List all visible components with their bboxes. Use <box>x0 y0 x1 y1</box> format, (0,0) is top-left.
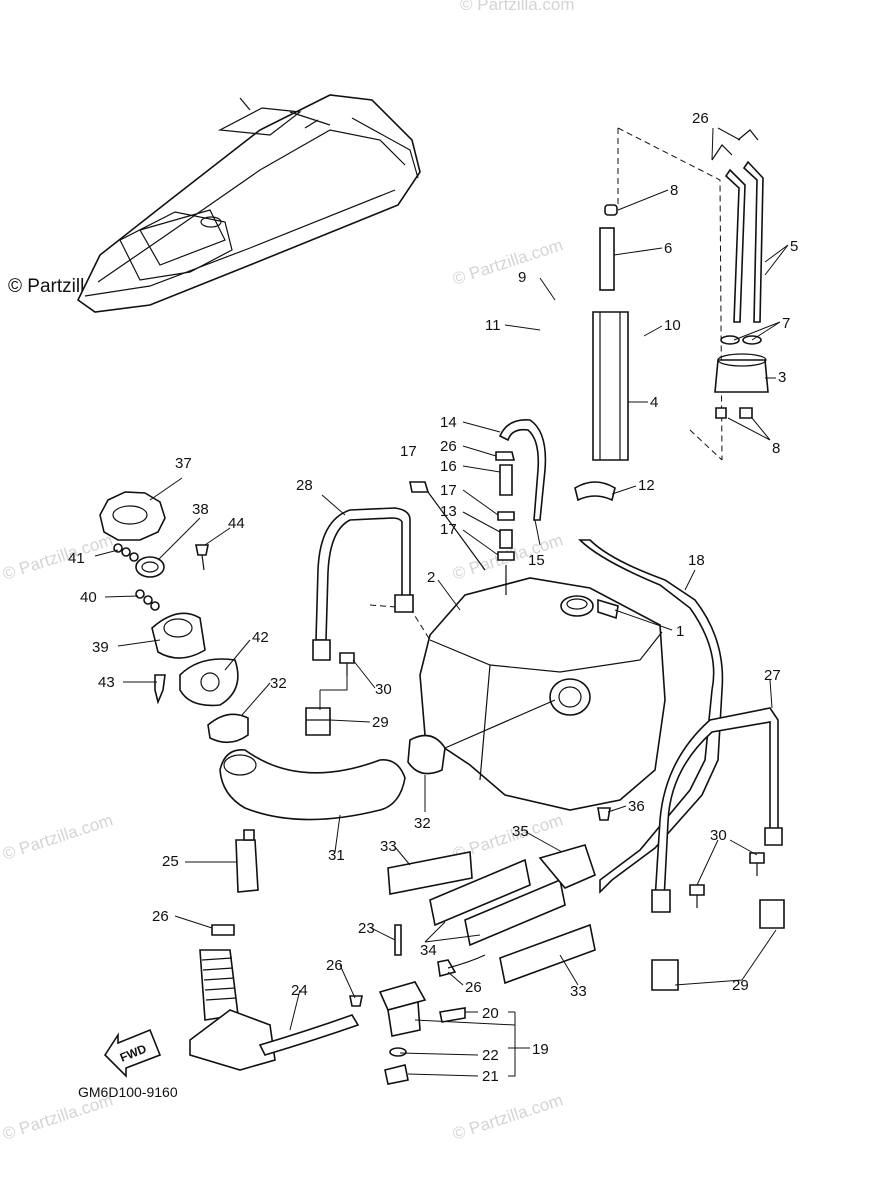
diagram-code: GM6D100-9160 <box>78 1084 178 1100</box>
callout-29: 29 <box>732 977 749 994</box>
callout-17: 17 <box>400 443 417 460</box>
callout-8: 8 <box>772 440 780 457</box>
breather-and-filter-assembly <box>189 829 486 1085</box>
callout-16: 16 <box>440 458 457 475</box>
callout-39: 39 <box>92 639 109 656</box>
callout-26: 26 <box>692 110 709 127</box>
callout-34: 34 <box>420 942 437 959</box>
callout-1: 1 <box>676 623 684 640</box>
callout-33: 33 <box>570 983 587 1000</box>
callout-40: 40 <box>80 589 97 606</box>
callout-5: 5 <box>790 238 798 255</box>
callout-26: 26 <box>465 979 482 996</box>
tank-bands <box>312 507 783 913</box>
breather-hose-assembly <box>409 419 547 595</box>
callout-44: 44 <box>228 515 245 532</box>
callout-38: 38 <box>192 501 209 518</box>
tank-pads <box>387 807 611 985</box>
callout-41: 41 <box>68 550 85 567</box>
callout-8: 8 <box>670 182 678 199</box>
callout-32: 32 <box>414 815 431 832</box>
callout-25: 25 <box>162 853 179 870</box>
callout-labels: 26 8 6 5 9 7 11 10 3 4 8 14 26 17 16 12 … <box>68 110 798 1085</box>
watermark: © Partzilla.com <box>460 0 575 14</box>
leader-lines <box>94 127 789 1077</box>
callout-19: 19 <box>532 1041 549 1058</box>
callout-4: 4 <box>650 394 658 411</box>
callout-15: 15 <box>528 552 545 569</box>
callout-26: 26 <box>326 957 343 974</box>
callout-22: 22 <box>482 1047 499 1064</box>
callout-11: 11 <box>485 317 501 334</box>
callout-26: 26 <box>440 438 457 455</box>
filler-hose <box>219 699 556 821</box>
callout-9: 9 <box>518 269 526 286</box>
fuel-cap-assembly <box>99 491 249 744</box>
callout-13: 13 <box>440 503 457 520</box>
callout-30: 30 <box>710 827 727 844</box>
callout-29: 29 <box>372 714 389 731</box>
callout-23: 23 <box>358 920 375 937</box>
vent-hose-assembly <box>711 129 769 419</box>
forward-arrow: FWD <box>103 1028 162 1078</box>
callout-43: 43 <box>98 674 115 691</box>
fuel-tank <box>369 577 666 811</box>
callout-3: 3 <box>778 369 786 386</box>
callout-12: 12 <box>638 477 655 494</box>
callout-32: 32 <box>270 675 287 692</box>
callout-18: 18 <box>688 552 705 569</box>
callout-26: 26 <box>152 908 169 925</box>
callout-7: 7 <box>782 315 790 332</box>
callout-2: 2 <box>427 569 435 586</box>
callout-31: 31 <box>328 847 345 864</box>
watercraft-overview-drawing <box>76 94 421 313</box>
callout-6: 6 <box>664 240 672 257</box>
watermark: © Partzilla.com <box>450 1090 565 1143</box>
callout-10: 10 <box>664 317 681 334</box>
left-bracket <box>305 652 355 736</box>
watermark: © Partzilla.com <box>450 235 565 288</box>
fuel-filler-assembly <box>574 127 723 502</box>
callout-33: 33 <box>380 838 397 855</box>
callout-36: 36 <box>628 798 645 815</box>
pipe-6 <box>599 227 615 291</box>
callout-27: 27 <box>764 667 781 684</box>
callout-17: 17 <box>440 482 457 499</box>
callout-28: 28 <box>296 477 313 494</box>
callout-42: 42 <box>252 629 269 646</box>
callout-21: 21 <box>482 1068 499 1085</box>
callout-17: 17 <box>440 521 457 538</box>
callout-24: 24 <box>291 982 308 999</box>
watermark: © Partzilla.com <box>0 810 115 863</box>
callout-20: 20 <box>482 1005 499 1022</box>
right-bracket <box>651 852 785 991</box>
callout-35: 35 <box>512 823 529 840</box>
callout-37: 37 <box>175 455 192 472</box>
callout-14: 14 <box>440 414 457 431</box>
watermark: © Partzilla.com <box>0 530 115 583</box>
callout-30: 30 <box>375 681 392 698</box>
